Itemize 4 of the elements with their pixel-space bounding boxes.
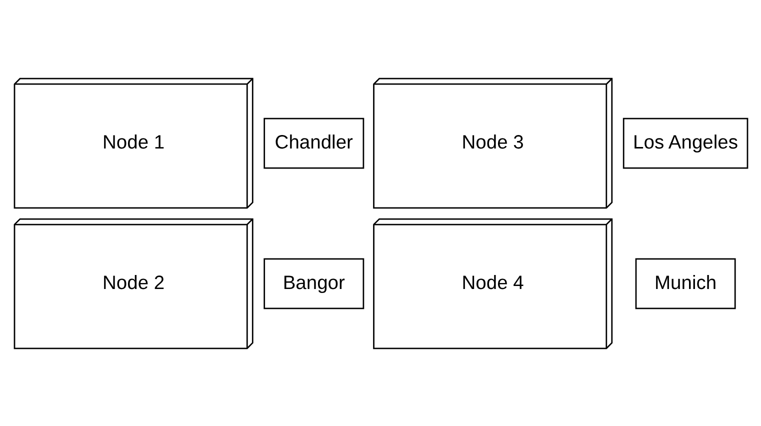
node-box: Chandler (263, 117, 364, 168)
node-box: Munich (634, 258, 736, 309)
node-box: Los Angeles (622, 117, 748, 168)
node-box: Bangor (263, 258, 364, 309)
